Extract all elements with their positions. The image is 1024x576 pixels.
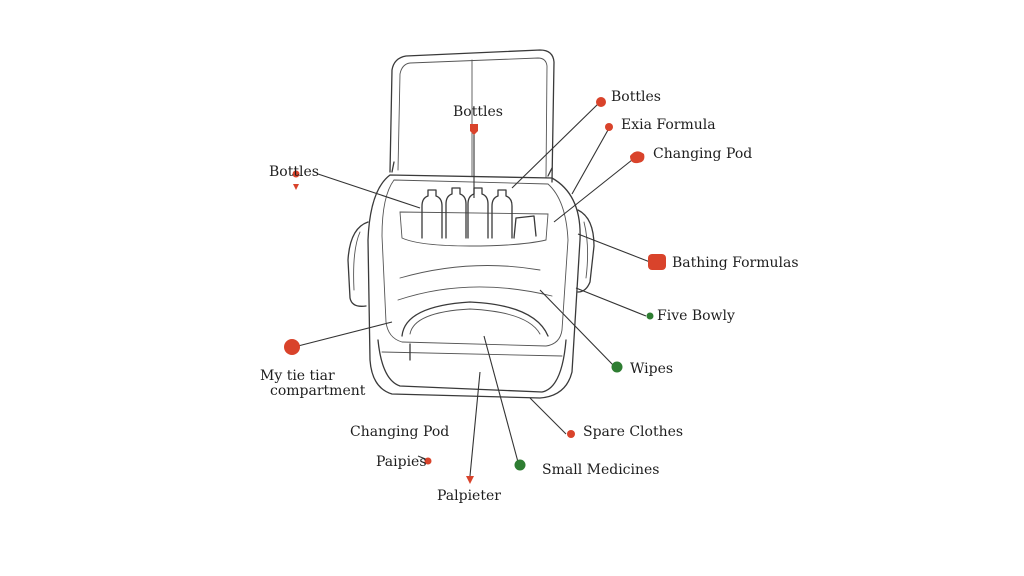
marker-spare-clothes	[567, 430, 575, 438]
marker-bottles-right	[596, 97, 606, 107]
label-five-bowls: Five Bowly	[657, 308, 735, 324]
leader-lines	[297, 103, 651, 477]
marker-bottles-left-2	[293, 184, 299, 190]
marker-my-tie	[284, 339, 300, 355]
markers	[284, 97, 666, 484]
label-extra-formula: Exia Formula	[621, 117, 716, 133]
marker-bottles-left-1	[292, 170, 300, 178]
marker-baking-formula	[648, 254, 666, 270]
bottles-in-bag	[421, 187, 537, 239]
label-bottles-left: Bottles	[269, 164, 319, 180]
marker-palpieter	[466, 476, 474, 484]
label-baking-formula: Bathing Formulas	[672, 255, 799, 271]
label-changing-pad-right: Changing Pod	[653, 146, 752, 162]
label-compartment: compartment	[270, 383, 366, 399]
marker-bottles-top	[470, 124, 478, 135]
label-my-tie: My tie tiar	[260, 368, 335, 384]
label-bottles-top: Bottles	[453, 104, 503, 120]
label-small-medicines: Small Medicines	[542, 462, 659, 478]
diaper-bag-illustration	[347, 49, 595, 399]
marker-extra-formula	[605, 123, 613, 131]
label-wipes: Wipes	[630, 361, 673, 377]
marker-nappies	[424, 457, 432, 465]
label-nappies: Paipies	[376, 454, 427, 470]
marker-changing-pad-right	[630, 151, 645, 164]
marker-wipes	[611, 361, 623, 373]
label-spare-clothes: Spare Clothes	[583, 424, 683, 440]
label-changing-pad-bottom: Changing Pod	[350, 424, 449, 440]
marker-five-bowls	[646, 312, 654, 320]
label-bottles-right: Bottles	[611, 89, 661, 105]
marker-small-medicines	[514, 459, 526, 471]
label-palpieter: Palpieter	[437, 488, 501, 504]
labels: Bottles Bottles Exia Formula Changing Po…	[260, 89, 799, 504]
